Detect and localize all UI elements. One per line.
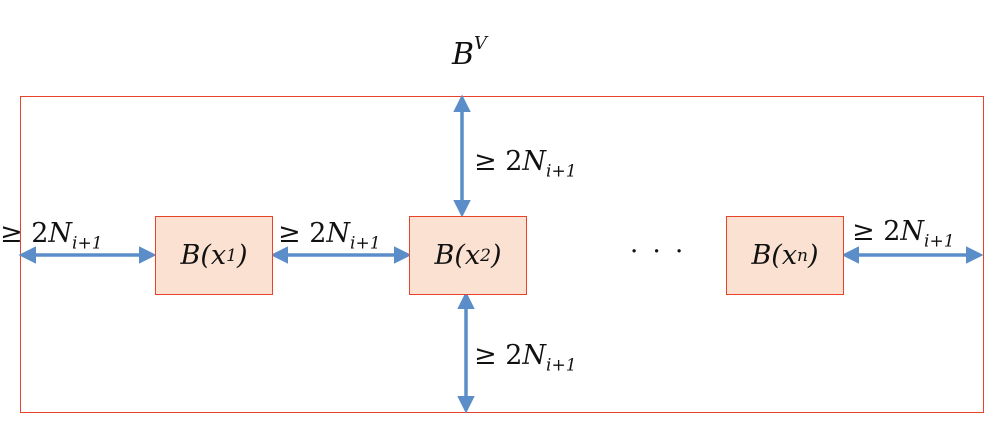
- label-rel: ≥ 2: [474, 340, 523, 371]
- node-b-xn-sub: n: [797, 245, 808, 266]
- node-b-xn-suffix: ): [808, 240, 819, 271]
- label-sub: i+1: [924, 231, 955, 252]
- label-sub: i+1: [72, 233, 103, 254]
- label-sub: i+1: [546, 161, 577, 182]
- node-b-x1-prefix: B(x: [180, 240, 227, 271]
- label-between-1-2: ≥ 2Ni+1: [278, 220, 381, 252]
- title-base: B: [452, 37, 475, 72]
- node-b-x1-suffix: ): [236, 240, 248, 271]
- label-rel: ≥ 2: [852, 216, 901, 247]
- label-rel: ≥ 2: [0, 218, 49, 249]
- label-sub: i+1: [546, 355, 577, 376]
- label-rel: ≥ 2: [474, 146, 523, 177]
- node-b-x2-sub: 2: [480, 245, 491, 266]
- label-left-margin: ≥ 2Ni+1: [0, 220, 103, 252]
- title-superscript: V: [474, 33, 488, 54]
- label-var: N: [522, 146, 547, 177]
- label-sub: i+1: [350, 233, 381, 254]
- label-bottom-margin: ≥ 2Ni+1: [474, 342, 577, 374]
- node-b-x2-suffix: ): [490, 240, 502, 271]
- node-b-xn-prefix: B(x: [751, 240, 798, 271]
- diagram-title: BV: [452, 33, 487, 72]
- label-right-margin: ≥ 2Ni+1: [852, 218, 955, 250]
- label-var: N: [48, 218, 73, 249]
- label-var: N: [326, 218, 351, 249]
- node-b-x1-sub: 1: [226, 245, 237, 266]
- label-var: N: [522, 340, 547, 371]
- label-var: N: [900, 216, 925, 247]
- label-top-margin: ≥ 2Ni+1: [474, 148, 577, 180]
- label-rel: ≥ 2: [278, 218, 327, 249]
- node-b-x2-prefix: B(x: [434, 240, 481, 271]
- ellipsis: · · ·: [630, 237, 687, 267]
